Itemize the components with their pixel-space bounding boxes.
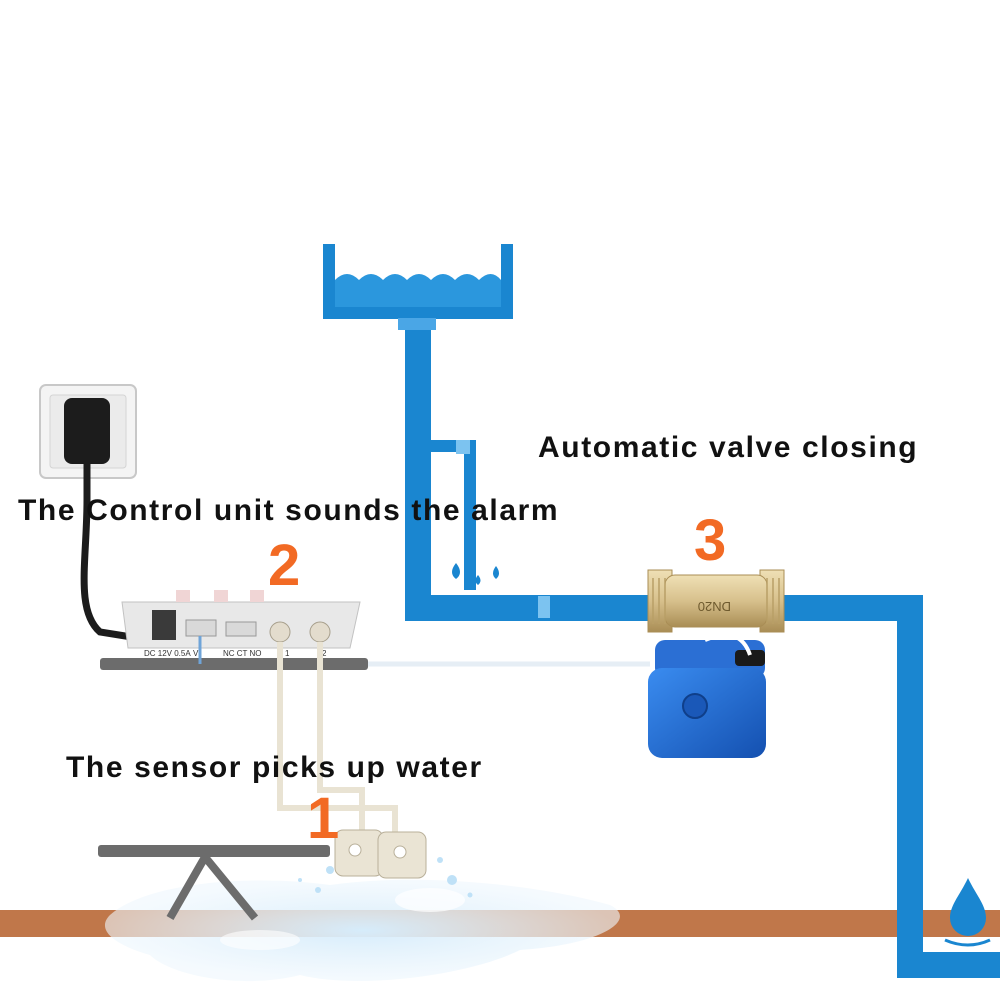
sensor-cables bbox=[277, 642, 398, 840]
pipe-joint bbox=[456, 440, 470, 454]
pipe-joint bbox=[538, 596, 550, 618]
leak-drops bbox=[452, 563, 499, 585]
control-unit: DC 12V 0.5A V NC CT NO 1 2 bbox=[100, 590, 368, 670]
probe-port-2-label: 2 bbox=[322, 649, 327, 658]
valve-closing-caption: Automatic valve closing bbox=[538, 431, 919, 464]
sensor-caption: The sensor picks up water bbox=[66, 751, 483, 784]
relay-port-label: NC CT NO bbox=[223, 649, 262, 658]
wall-socket-adapter bbox=[39, 384, 151, 644]
step-number-valve: 3 bbox=[694, 508, 727, 573]
probe-port-1-label: 1 bbox=[285, 649, 290, 658]
water-drop-icon bbox=[944, 878, 991, 947]
water-sensors bbox=[334, 829, 427, 879]
water-puddle bbox=[104, 879, 620, 982]
water-splash bbox=[298, 857, 473, 898]
valve-port-label: V bbox=[193, 649, 199, 658]
alarm-caption: The Control unit sounds the alarm bbox=[18, 494, 560, 527]
motorized-ball-valve: DN20 bbox=[647, 569, 785, 758]
valve-marking: DN20 bbox=[698, 599, 731, 614]
support-stand bbox=[98, 845, 330, 921]
step-number-control: 2 bbox=[268, 533, 301, 598]
step-number-sensor: 1 bbox=[307, 786, 340, 851]
power-port-label: DC 12V 0.5A bbox=[144, 649, 191, 658]
water-tank bbox=[323, 244, 513, 330]
